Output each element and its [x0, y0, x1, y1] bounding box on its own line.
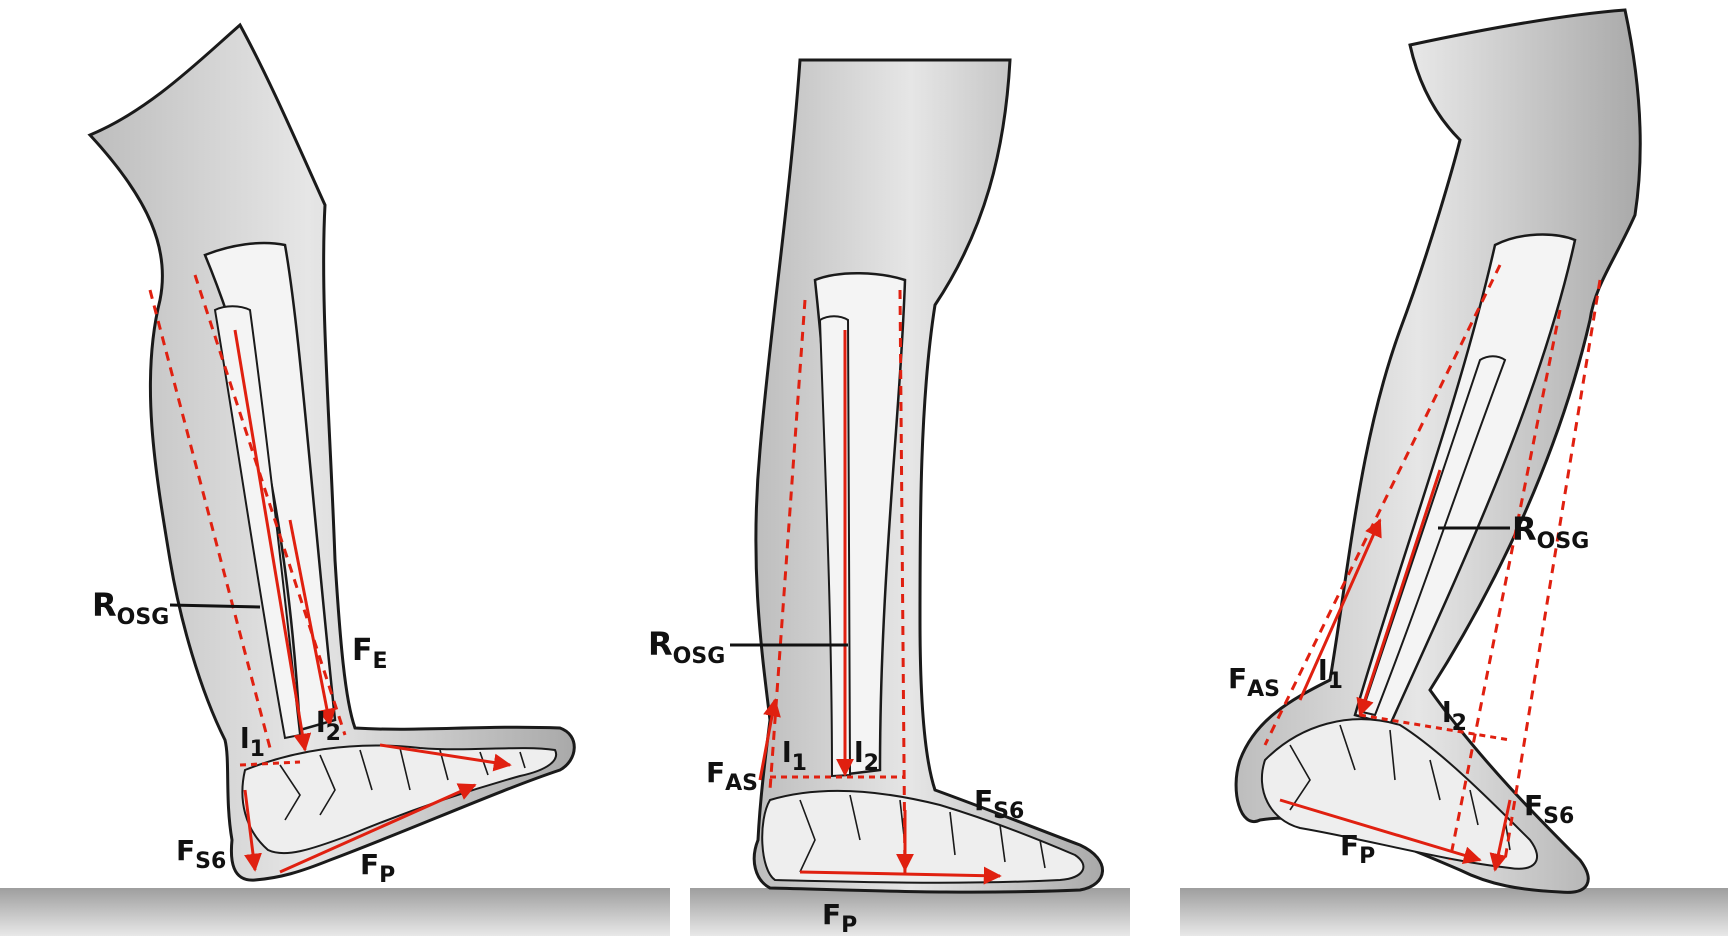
- ground-2: [690, 888, 1130, 936]
- label-fas-2: FAS: [706, 756, 758, 796]
- label-fp-1: FP: [360, 848, 395, 888]
- rosg-leader-1: [170, 605, 260, 607]
- label-fe-1: FE: [352, 633, 388, 674]
- label-rosg-2: ROSG: [648, 625, 725, 669]
- panel-mid-stance: ROSG FAS l1 l2 FS6 FP: [648, 60, 1130, 936]
- label-fs6-1: FS6: [176, 834, 226, 874]
- label-rosg-3: ROSG: [1512, 510, 1589, 554]
- label-fas-3: FAS: [1228, 662, 1280, 702]
- ground-1: [0, 888, 670, 936]
- label-rosg-1: ROSG: [92, 586, 169, 630]
- panel-heel-strike: ROSG FE l1 l2 FS6 FP: [0, 25, 670, 936]
- ground-3: [1180, 888, 1728, 936]
- panel-push-off: ROSG FAS l1 l2 FS6 FP: [1180, 10, 1728, 936]
